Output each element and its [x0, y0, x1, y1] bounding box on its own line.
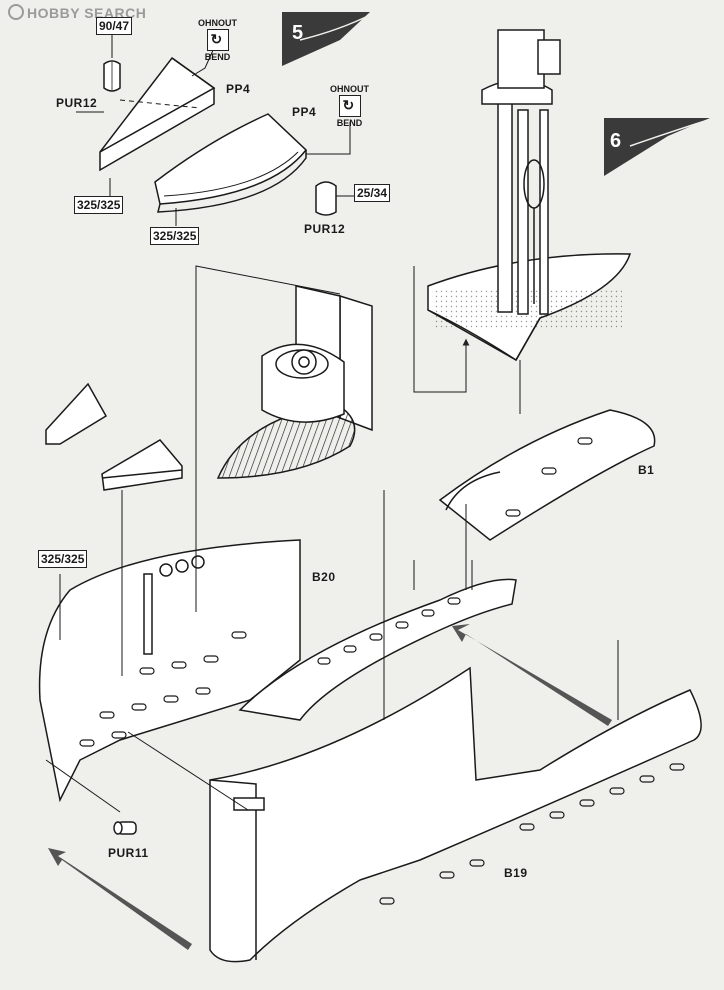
half-disc-tray-pp4 [154, 113, 308, 213]
deck-casing [238, 578, 517, 721]
label-pp4-tray: PP4 [292, 105, 317, 119]
label-size-325-c: 325/325 [38, 550, 88, 568]
bend-arrow-icon [206, 29, 229, 51]
leader-lines-step5 [76, 47, 354, 226]
bolt-pur11 [113, 821, 137, 835]
bend-instruction-right: OHNOUT BEND [330, 84, 369, 128]
label-pur12-left: PUR12 [56, 96, 98, 110]
label-pur12-right: PUR12 [304, 222, 346, 236]
direction-arrows [48, 624, 612, 950]
label-size-25-34: 25/34 [354, 184, 391, 202]
foam-cylinder-right [315, 181, 337, 216]
step-6-flag [604, 118, 710, 176]
label-b19: B19 [504, 866, 528, 880]
label-pp4-top: PP4 [226, 82, 251, 96]
step-number-5: 5 [292, 22, 304, 44]
label-b1: B1 [638, 463, 655, 477]
hull-section-b19 [209, 666, 702, 963]
bend-arrow-icon [338, 95, 361, 117]
hull-section-b20 [38, 539, 301, 803]
step-5-flag [282, 12, 373, 66]
conning-tower-walls [216, 285, 373, 479]
bend-top-word: OHNOUT [330, 84, 369, 94]
cover-b1 [438, 409, 656, 541]
assembly-guide-lines [45, 265, 619, 813]
label-pur11: PUR11 [108, 846, 149, 860]
foam-cylinder-top [103, 60, 121, 92]
bend-bottom-word: BEND [204, 52, 231, 62]
step-number-6: 6 [610, 130, 622, 152]
label-size-90-47: 90/47 [96, 17, 133, 35]
bend-instruction-top: OHNOUT BEND [198, 18, 237, 62]
bend-top-word: OHNOUT [198, 18, 237, 28]
watermark-ring-icon [8, 4, 24, 20]
small-loose-pieces [45, 382, 183, 491]
periscope-pedestal [427, 29, 632, 362]
label-b20: B20 [312, 570, 336, 584]
label-size-325-b: 325/325 [150, 227, 200, 245]
bend-bottom-word: BEND [336, 118, 363, 128]
wedge-block-pp4 [99, 56, 216, 172]
label-size-325-a: 325/325 [74, 196, 124, 214]
